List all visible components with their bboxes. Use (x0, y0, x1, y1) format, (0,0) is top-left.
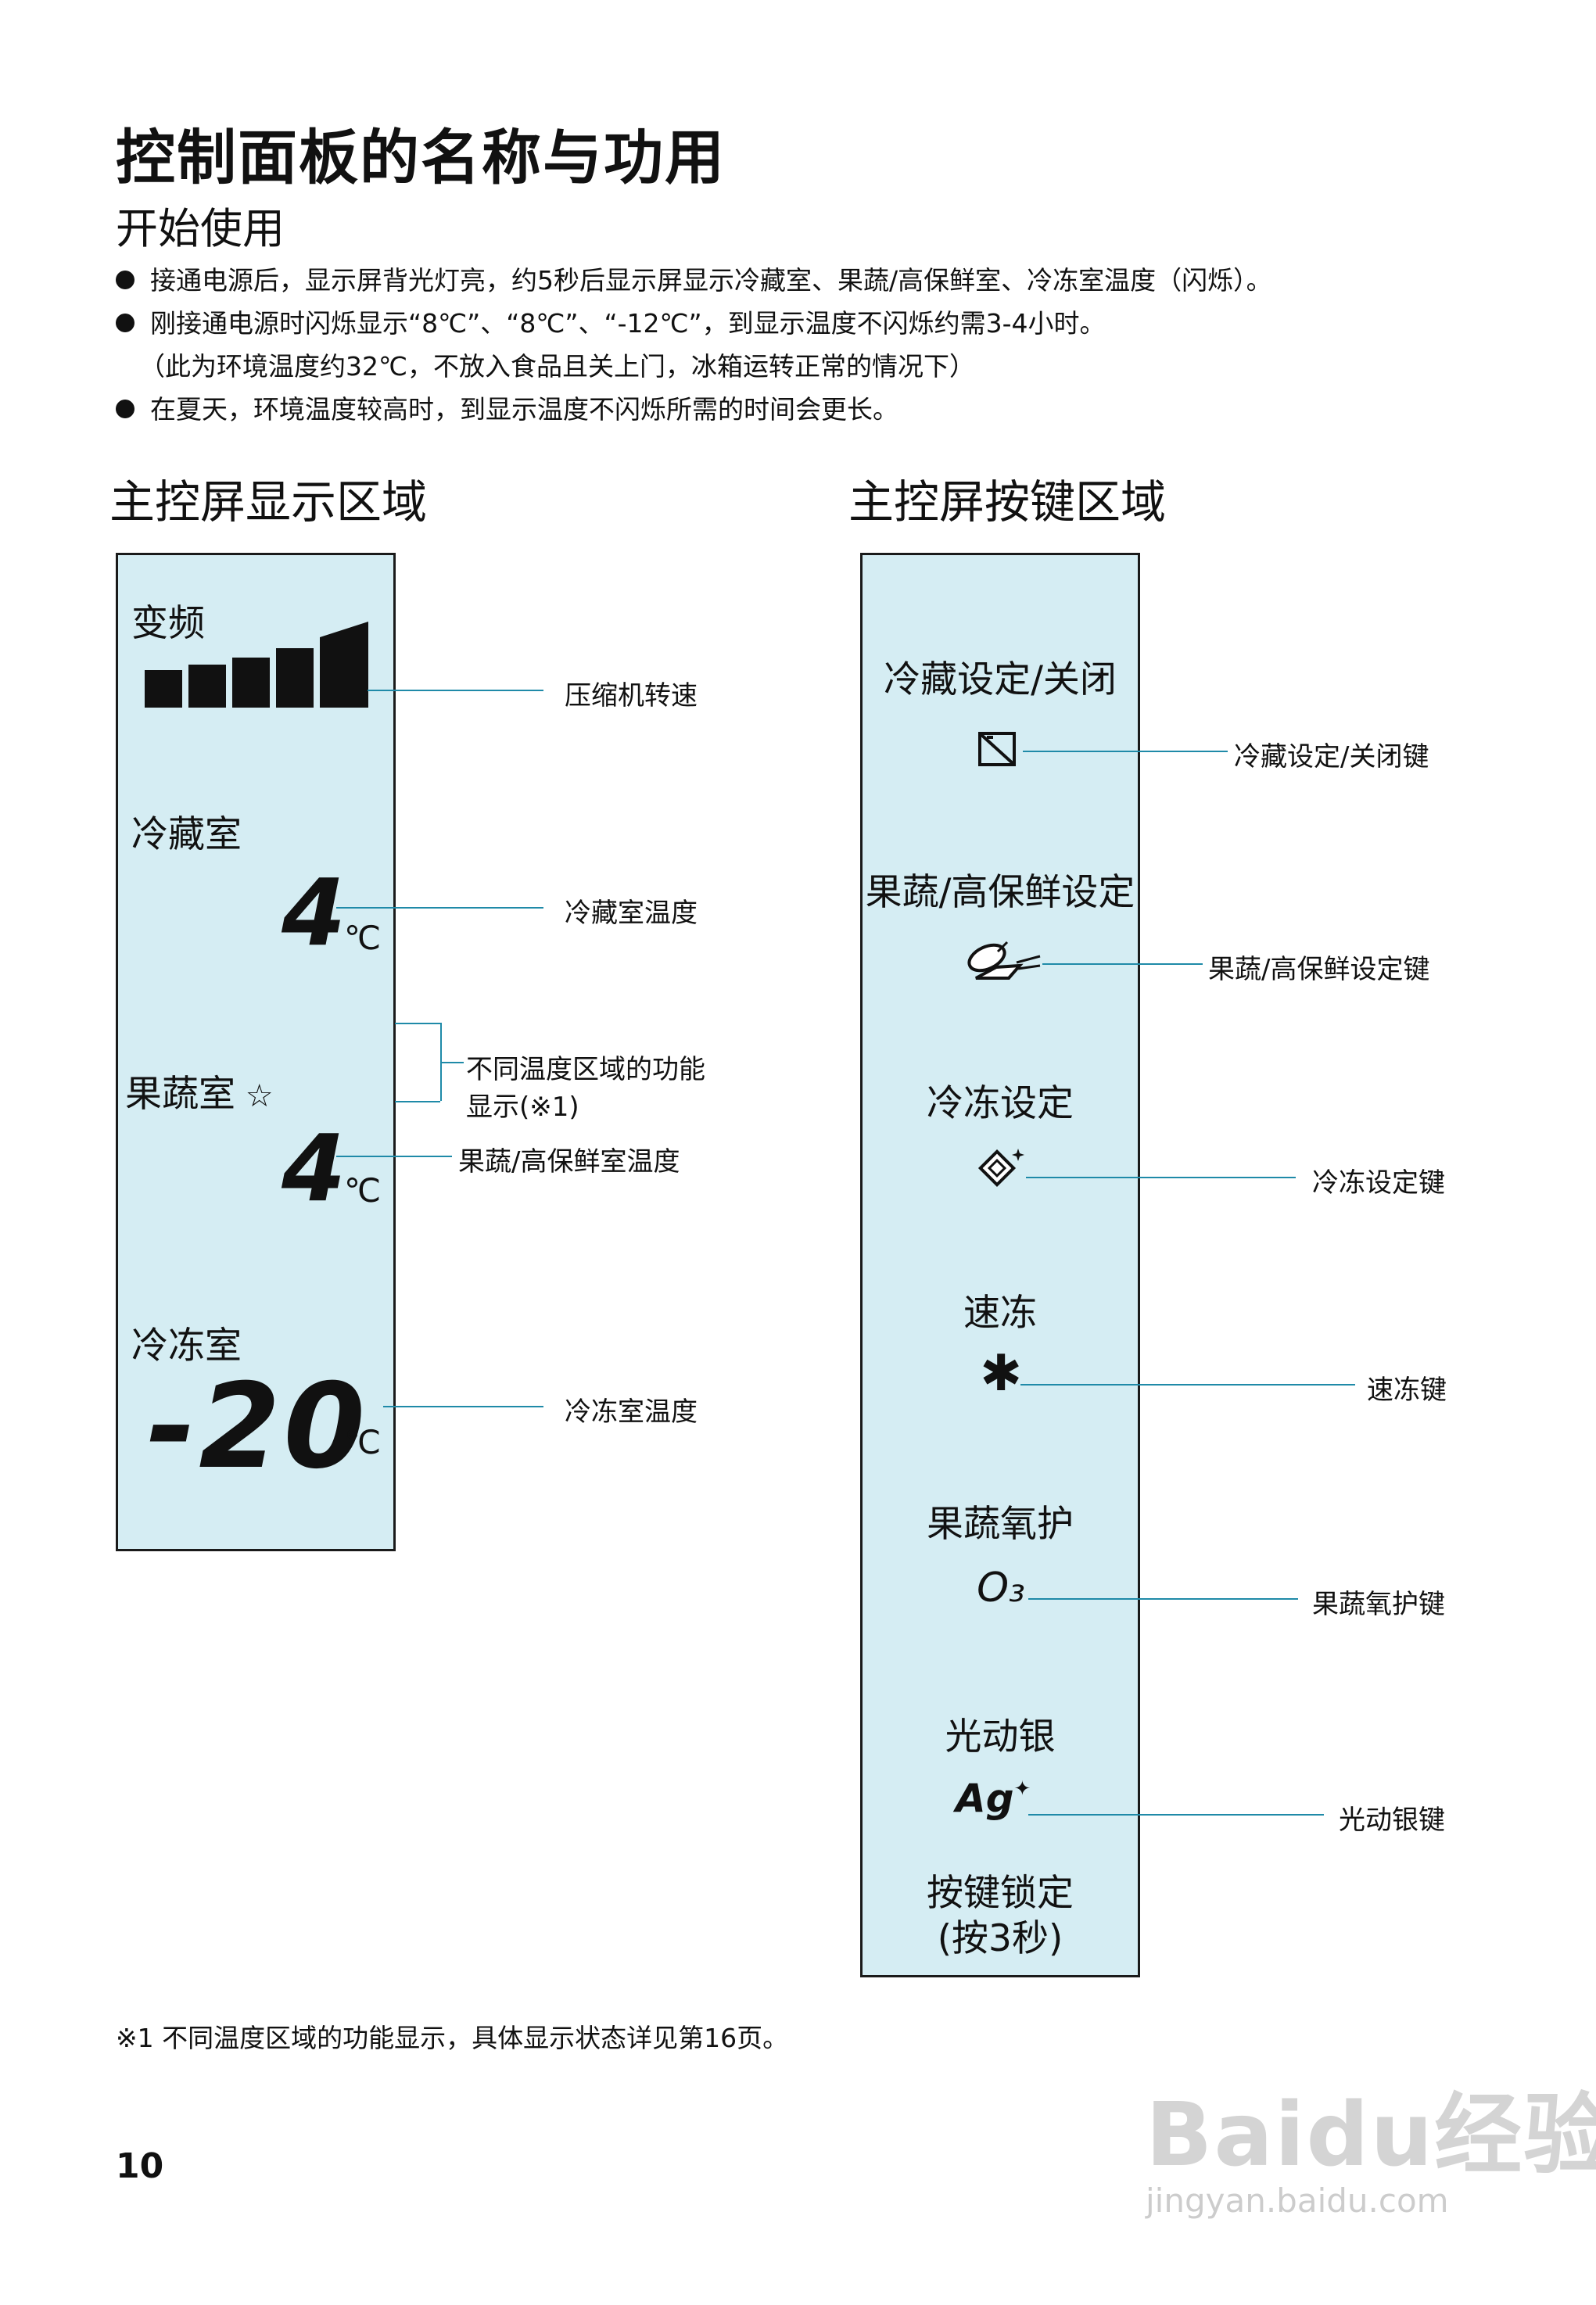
quick-freeze-icon[interactable]: ✱ (980, 1345, 1022, 1403)
fridge-temp-unit: ℃ (344, 919, 382, 957)
vegetable-icon[interactable] (960, 934, 1042, 991)
button-panel (860, 553, 1140, 1977)
page-number: 10 (116, 2146, 164, 2186)
quick-freeze-label: 速冻 (963, 1292, 1037, 1335)
silver-label: 光动银 (945, 1715, 1056, 1758)
freezer-label: 冷冻室 (131, 1325, 242, 1368)
fridge-set-icon[interactable] (977, 731, 1018, 769)
fridge-label: 冷藏室 (131, 813, 242, 856)
section-subtitle: 开始使用 (116, 204, 285, 253)
freezer-temp-unit: ℃ (344, 1423, 382, 1461)
footnote: ※1 不同温度区域的功能显示，具体显示状态详见第16页。 (116, 2023, 789, 2053)
silver-callout: 光动银键 (1339, 1805, 1445, 1836)
bullet-dot-icon (116, 313, 134, 332)
page-title: 控制面板的名称与功用 (116, 123, 726, 192)
compressor-speed-bar-icon (145, 622, 368, 708)
fridge-temp-value: 4 (282, 859, 346, 966)
watermark-logo: Baidu经验 (1146, 2085, 1596, 2186)
veg-temp-unit: ℃ (344, 1171, 382, 1210)
silver-leader-line (1028, 1814, 1324, 1816)
ozone-callout: 果蔬氧护键 (1312, 1589, 1445, 1620)
ozone-label: 果蔬氧护 (927, 1503, 1074, 1546)
bracket-top (395, 1023, 440, 1024)
veg-set-leader-line (1042, 963, 1203, 965)
freezer-temp-leader-line (383, 1406, 543, 1407)
bullet-note: （此为环境温度约32℃，不放入食品且关上门，冰箱运转正常的情况下） (139, 351, 976, 382)
star-icon: ☆ (235, 1078, 274, 1114)
freezer-temp-value: -20 (147, 1359, 368, 1495)
freezer-temp-callout: 冷冻室温度 (565, 1396, 698, 1428)
watermark-url: jingyan.baidu.com (1146, 2181, 1449, 2220)
veg-set-callout: 果蔬/高保鲜设定键 (1208, 954, 1430, 985)
ozone-leader-line (1028, 1598, 1298, 1600)
ozone-icon[interactable]: O₃ (977, 1565, 1025, 1611)
fridge-set-leader-line (1023, 751, 1228, 752)
bullet-item: 接通电源后，显示屏背光灯亮，约5秒后显示屏显示冷藏室、果蔬/高保鲜室、冷冻室温度… (116, 260, 1272, 297)
zone-function-callout-line2: 显示(※1) (466, 1092, 579, 1123)
key-lock-label: 按键锁定 (927, 1872, 1074, 1915)
inverter-label: 变频 (131, 602, 205, 645)
bullet-dot-icon (116, 270, 134, 289)
veg-temp-value: 4 (282, 1114, 346, 1222)
bracket-bottom (395, 1101, 440, 1102)
fridge-set-callout: 冷藏设定/关闭键 (1234, 741, 1429, 773)
display-section-heading: 主控屏显示区域 (109, 475, 428, 529)
display-panel (116, 553, 396, 1551)
veg-set-label: 果蔬/高保鲜设定 (865, 871, 1135, 914)
silver-icon[interactable]: Ag✦ (956, 1776, 1031, 1821)
fridge-temp-leader-line (336, 907, 543, 909)
button-section-heading: 主控屏按键区域 (848, 475, 1167, 529)
bullet-item: 刚接通电源时闪烁显示“8℃”、“8℃”、“-12℃”，到显示温度不闪烁约需3-4… (116, 303, 1106, 340)
freeze-set-callout: 冷冻设定键 (1312, 1167, 1445, 1199)
bullet-dot-icon (116, 399, 134, 418)
bracket-leader (440, 1062, 464, 1063)
veg-temp-leader-line (336, 1156, 452, 1157)
freeze-set-icon[interactable] (976, 1145, 1029, 1194)
key-lock-hint: (按3秒) (937, 1917, 1063, 1960)
freeze-set-label: 冷冻设定 (927, 1082, 1074, 1125)
quick-freeze-leader-line (1020, 1384, 1355, 1386)
bullet-item: 在夏天，环境温度较高时，到显示温度不闪烁所需的时间会更长。 (116, 389, 898, 426)
quick-freeze-callout: 速冻键 (1367, 1375, 1447, 1406)
compressor-callout: 压缩机转速 (565, 680, 698, 712)
fridge-temp-callout: 冷藏室温度 (565, 898, 698, 929)
compressor-leader-line (368, 690, 543, 691)
fridge-set-label: 冷藏设定/关闭 (884, 658, 1117, 701)
freeze-set-leader-line (1026, 1177, 1296, 1178)
veg-temp-callout: 果蔬/高保鲜室温度 (458, 1146, 680, 1178)
veg-label: 果蔬室 ☆ (125, 1073, 274, 1116)
sparkle-icon: ✦ (1013, 1777, 1031, 1801)
zone-function-callout-line1: 不同温度区域的功能 (466, 1054, 705, 1085)
